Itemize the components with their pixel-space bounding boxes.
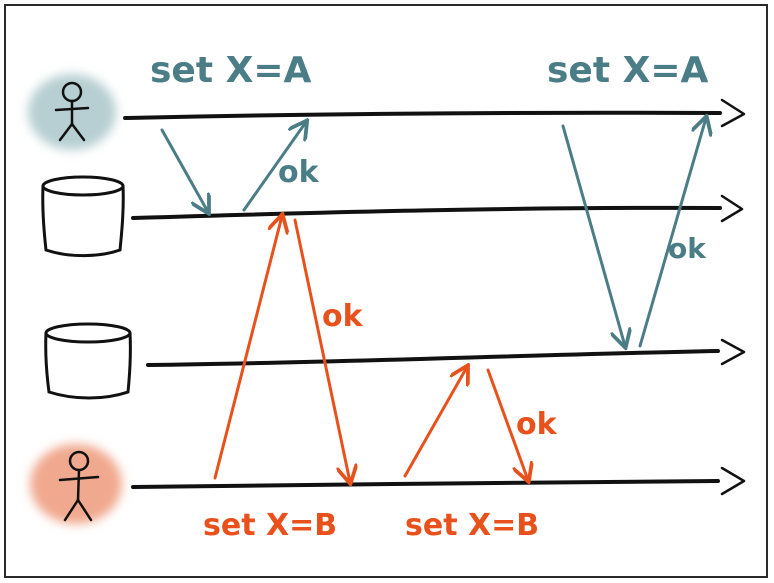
stick-figure-icon <box>58 450 100 522</box>
teal-set-label-2: set X=A <box>547 50 709 91</box>
orange-ok-label-1: ok <box>322 299 364 334</box>
timeline-client-2 <box>131 466 746 496</box>
teal-ok-arrow-1 <box>242 122 306 212</box>
teal-ok-arrow-2 <box>638 118 706 348</box>
orange-ok-arrow-2 <box>486 368 528 480</box>
database-cylinder-icon <box>44 322 132 400</box>
teal-messages <box>160 118 706 348</box>
teal-set-label-1: set X=A <box>150 50 312 91</box>
orange-highlight-blob <box>30 444 122 524</box>
teal-request-arrow-2 <box>561 124 625 346</box>
client-1-actor <box>28 74 116 150</box>
timeline-replica-1 <box>131 194 744 223</box>
orange-ok-label-2: ok <box>516 407 558 442</box>
client-2-actor <box>30 444 122 524</box>
orange-ok-arrow-1 <box>293 218 350 482</box>
stick-figure-icon <box>54 81 90 142</box>
timeline-client-1 <box>123 98 746 128</box>
database-cylinder-icon <box>41 175 125 258</box>
orange-messages <box>213 216 528 482</box>
timeline-replica-2 <box>146 338 746 367</box>
orange-set-label-1: set X=B <box>203 508 337 543</box>
orange-request-arrow-1 <box>213 216 282 480</box>
orange-set-label-2: set X=B <box>405 508 539 543</box>
teal-ok-label-2: ok <box>668 232 707 265</box>
teal-ok-label-1: ok <box>278 155 320 190</box>
orange-request-arrow-2 <box>403 367 467 478</box>
teal-request-arrow-1 <box>160 128 208 212</box>
